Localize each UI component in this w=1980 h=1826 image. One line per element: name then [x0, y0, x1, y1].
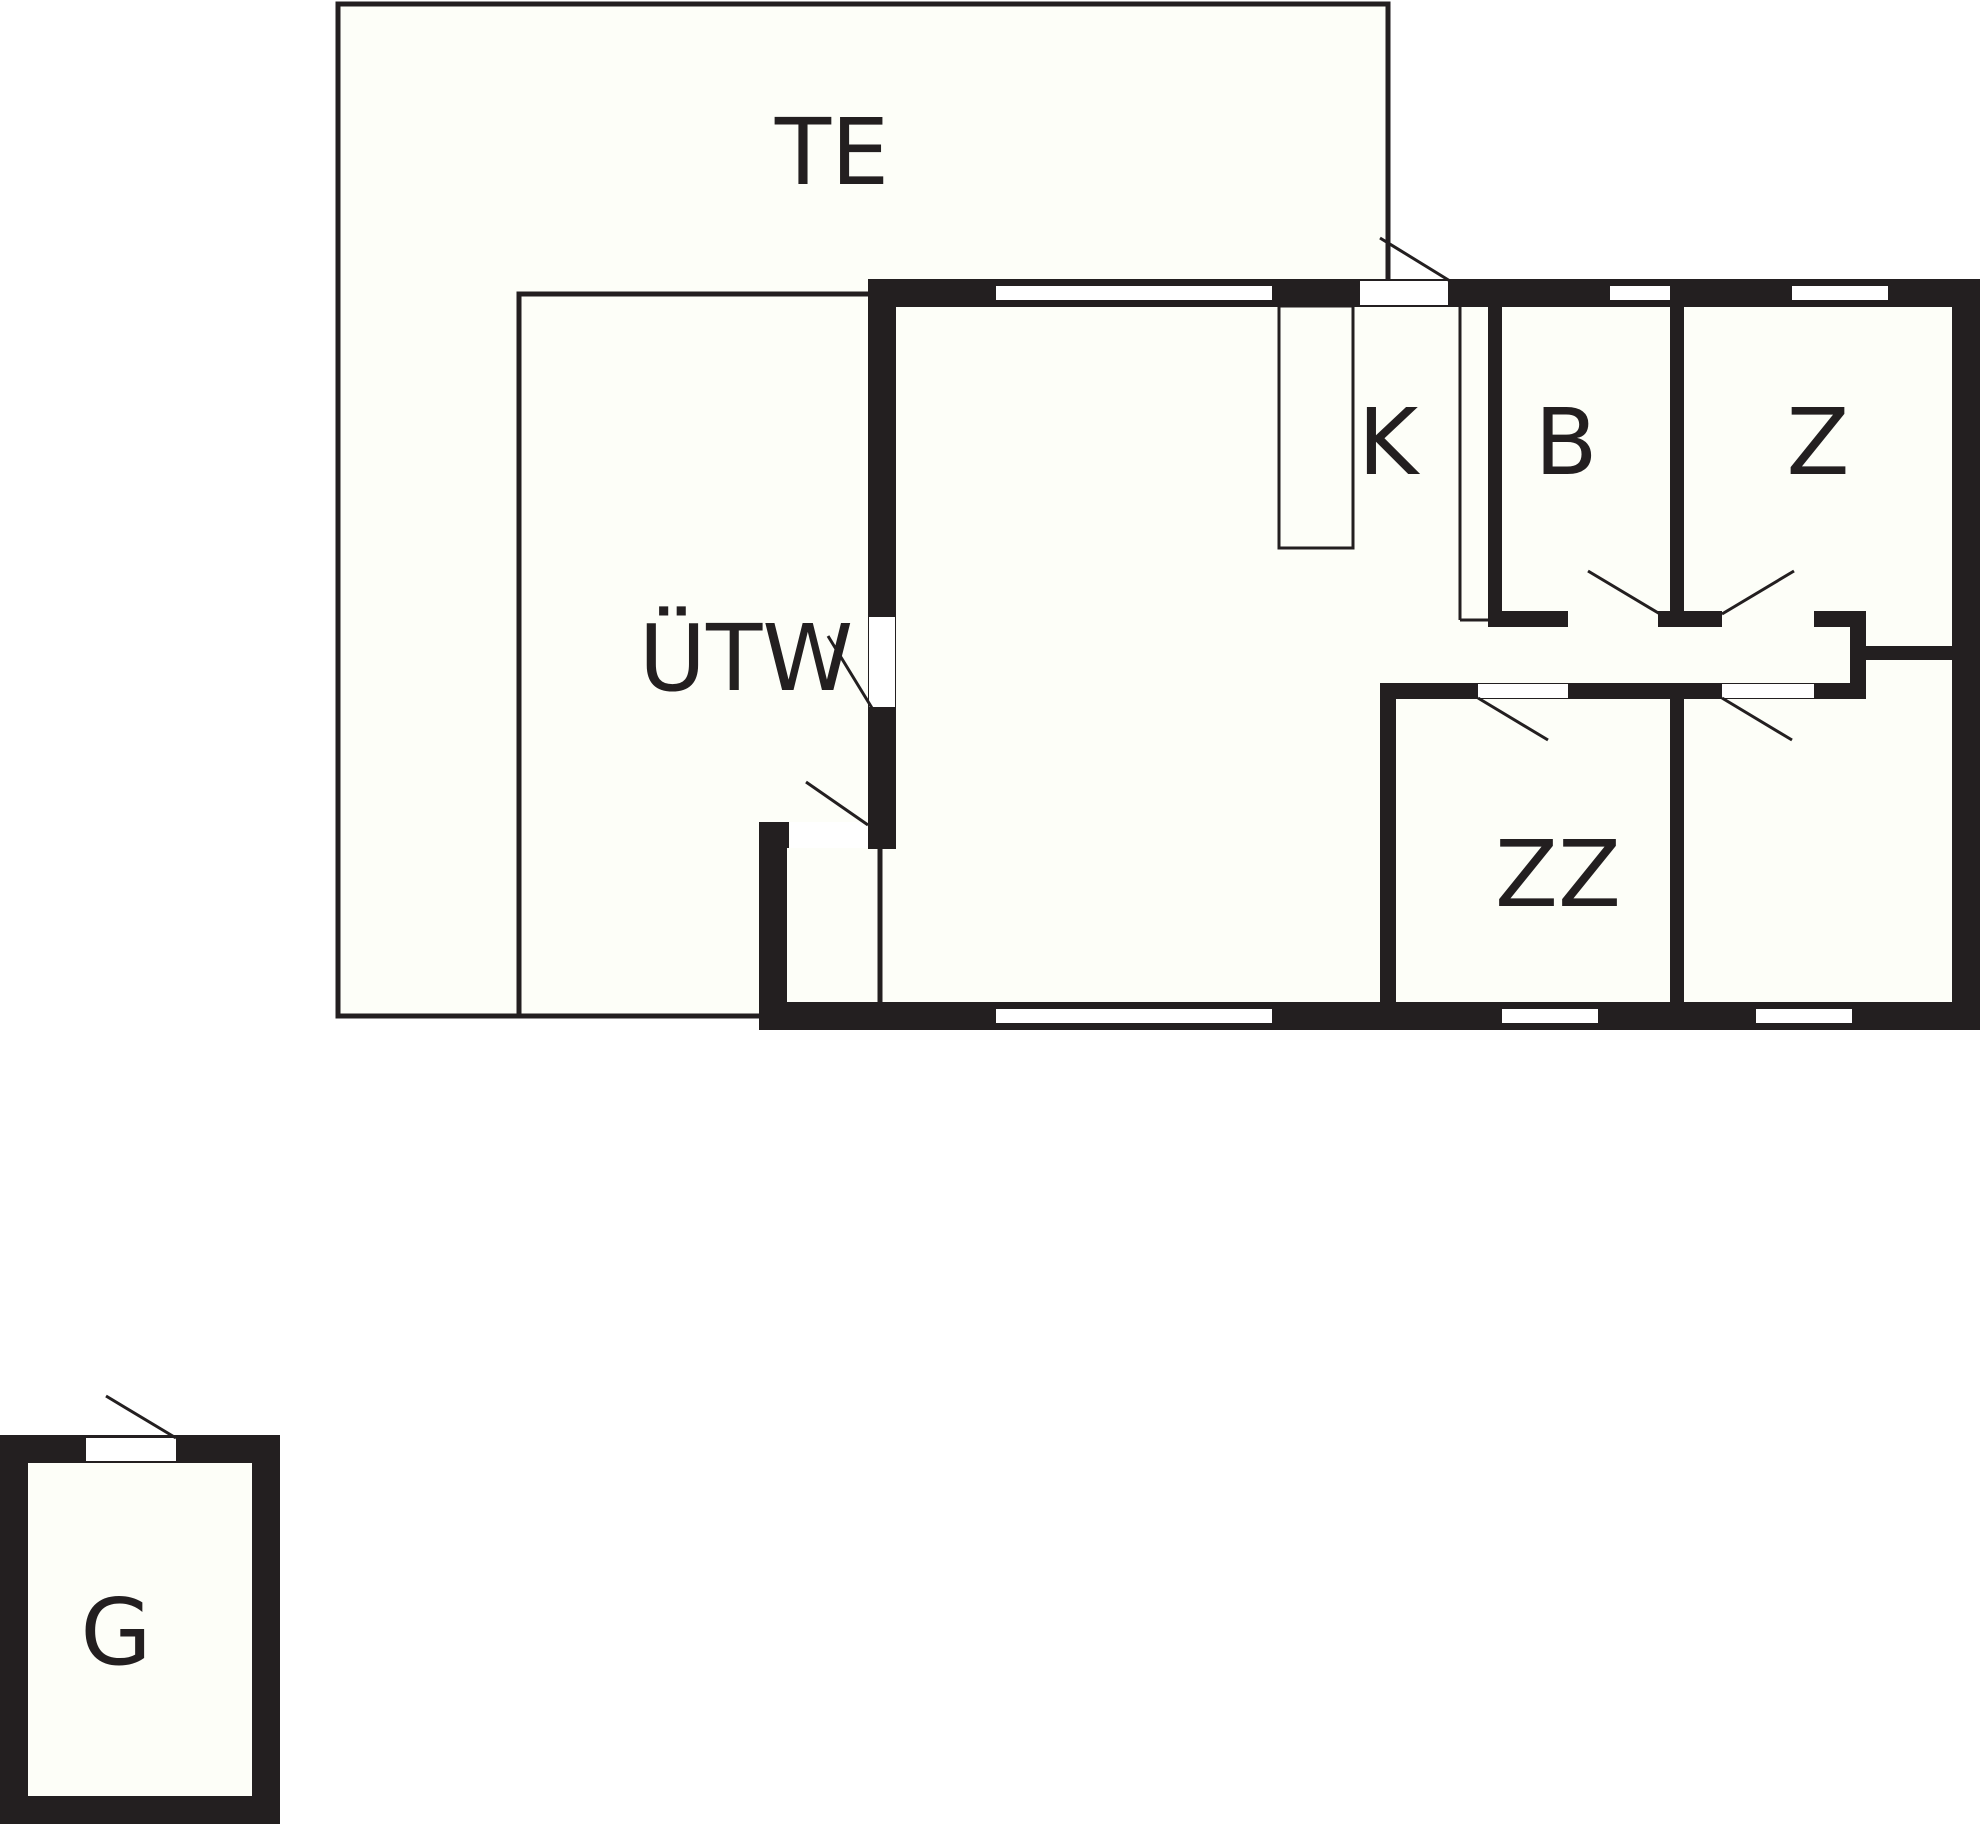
wall-bath-bottom-left: [1488, 611, 1568, 627]
door-swing-storage: [805, 780, 869, 827]
room-label-porch: ÜTW: [639, 605, 854, 712]
door-opening-room: [1722, 684, 1814, 698]
window-south-living: [996, 1009, 1272, 1023]
garage: [0, 1394, 280, 1824]
wall-zz-east: [1670, 683, 1684, 1013]
window-north-bath: [1610, 286, 1670, 300]
wall-bath-bottom-mid: [1658, 611, 1722, 627]
wall-storage-west: [759, 822, 787, 1030]
garage-floor: [0, 1435, 280, 1824]
door-swing-zz: [1477, 696, 1549, 742]
room-label-kitchen: K: [1358, 389, 1421, 496]
wall-bath-west: [1488, 300, 1502, 627]
door-swing-north: [1379, 236, 1451, 283]
main-house: [759, 236, 1980, 1030]
wall-corridor-end: [1850, 611, 1866, 697]
door-swing-bathroom: [1587, 569, 1661, 616]
garage-wall-left: [0, 1435, 28, 1824]
door-opening-north: [1360, 281, 1448, 305]
house-floor: [868, 282, 1980, 1030]
window-south-room: [1756, 1009, 1852, 1023]
door-swing-west: [826, 635, 874, 709]
wall-bath-bedroom: [1670, 300, 1684, 627]
garage-wall-right: [252, 1435, 280, 1824]
door-swing-room: [1721, 696, 1793, 742]
kitchen-counter-left: [1277, 304, 1355, 550]
room-label-twin-bedroom: ZZ: [1495, 821, 1621, 928]
door-opening-west: [869, 617, 895, 707]
wall-west: [868, 279, 896, 849]
door-swing-bedroom: [1721, 569, 1795, 616]
window-north-bedroom: [1792, 286, 1888, 300]
garage-wall-bottom: [0, 1796, 280, 1824]
garage-door-opening: [86, 1438, 176, 1461]
wall-east: [1952, 279, 1980, 1030]
window-south-zz: [1502, 1009, 1598, 1023]
room-label-garage: G: [80, 1579, 151, 1686]
wall-storage-top: [759, 822, 789, 848]
room-label-terrace: TE: [774, 99, 889, 206]
door-opening-zz: [1478, 684, 1568, 698]
window-north-living: [996, 286, 1272, 300]
room-label-bathroom: B: [1534, 389, 1597, 496]
wall-bedroom-divider: [1866, 646, 1956, 660]
wall-zz-west: [1380, 683, 1396, 1013]
room-label-bedroom: Z: [1786, 389, 1849, 496]
door-opening-storage: [790, 822, 868, 848]
garage-door-swing: [105, 1394, 177, 1440]
